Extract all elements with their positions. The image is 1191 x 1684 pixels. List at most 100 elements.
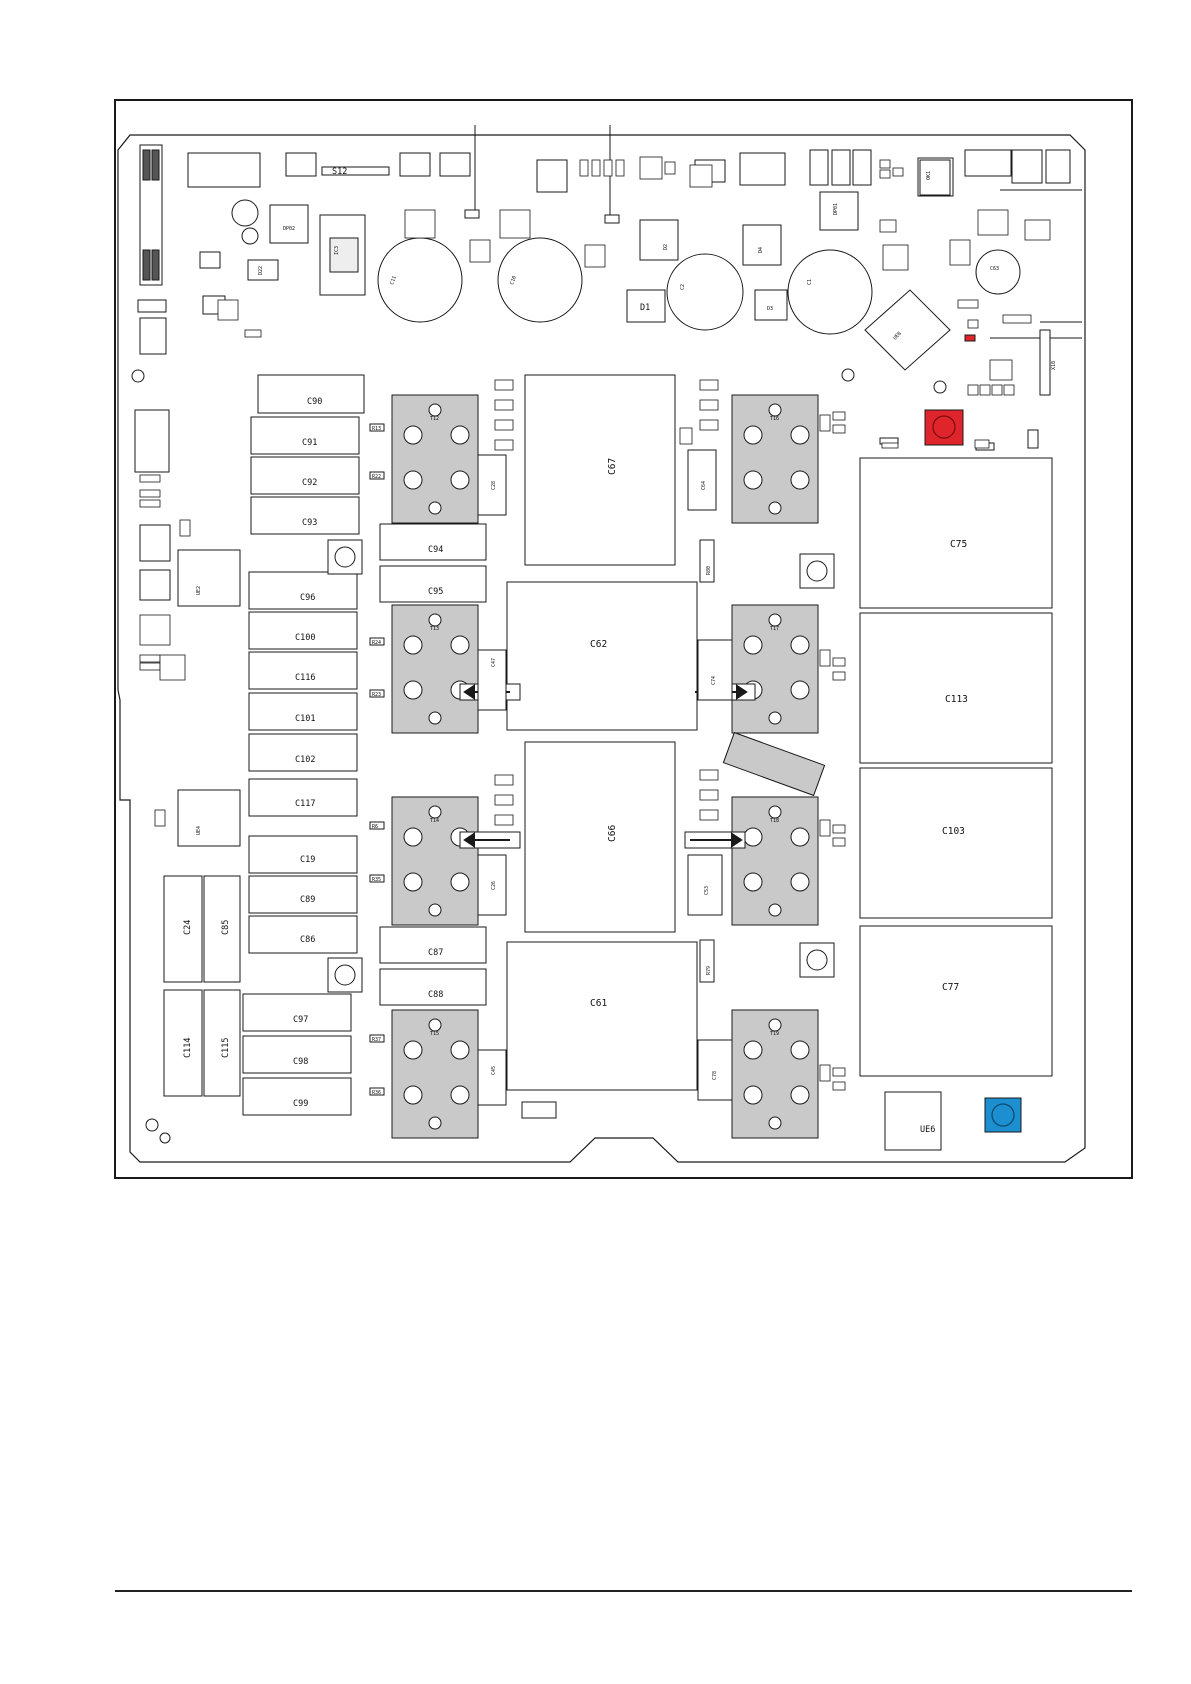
top-connector-label: S12 [332, 167, 347, 177]
c2-label: C2 [680, 284, 686, 290]
pcb-outline [117, 134, 1086, 1163]
c77-label: C77 [942, 982, 959, 993]
ue2-label: UE2 [196, 586, 202, 595]
red-reset-button[interactable] [924, 409, 964, 446]
c61-label: C61 [590, 998, 607, 1009]
c66-label: C66 [607, 825, 618, 842]
d1-label: D1 [640, 303, 650, 313]
c10-label: C10 [509, 275, 518, 286]
t13-label: T13 [430, 626, 439, 632]
c86-label: C86 [300, 935, 315, 945]
diodes [626, 219, 788, 323]
c74-label: C74 [711, 676, 717, 685]
tilted-heatsink-tab [722, 731, 826, 797]
c63-label: C63 [990, 266, 999, 272]
c75-label: C75 [950, 539, 967, 550]
c64-label: C64 [701, 481, 707, 490]
t18-label: T18 [770, 818, 779, 824]
t19-label: T19 [770, 1031, 779, 1037]
c115-label: C115 [221, 1038, 231, 1058]
c95-label: C95 [428, 587, 443, 597]
c102-label: C102 [295, 755, 315, 765]
mounting-holes [131, 368, 947, 1144]
c53-label: C53 [704, 886, 710, 895]
mid-caps [379, 523, 487, 1006]
c100-label: C100 [295, 633, 315, 643]
t15-label: T15 [430, 1031, 439, 1037]
d22-label: D22 [258, 266, 264, 275]
c94-label: C94 [428, 545, 443, 555]
r36-label: R36 [372, 1090, 381, 1096]
c26-label: C26 [491, 881, 497, 890]
large-caps [506, 374, 1053, 1091]
electrolytic-caps [377, 237, 1021, 335]
d4-label: D4 [758, 247, 764, 253]
c114-label: C114 [183, 1038, 193, 1058]
page-frame [114, 99, 1133, 1179]
vertical-caps [163, 875, 241, 1097]
t14-label: T14 [430, 818, 439, 824]
c90-label: C90 [307, 397, 322, 407]
dp01-label: DP01 [833, 203, 839, 215]
c98-label: C98 [293, 1057, 308, 1067]
r23-label: R23 [372, 692, 381, 698]
c92-label: C92 [302, 478, 317, 488]
c93-label: C93 [302, 518, 317, 528]
c89-label: C89 [300, 895, 315, 905]
c45-label: C45 [491, 1066, 497, 1075]
t16-label: T16 [770, 416, 779, 422]
r6-label: R6 [372, 824, 378, 830]
r35-label: R35 [372, 877, 381, 883]
footer-rule [115, 1590, 1132, 1592]
ue6-label: UE6 [920, 1125, 935, 1135]
c88-label: C88 [428, 990, 443, 1000]
ue4-label: UE4 [196, 826, 202, 835]
c28-label: C28 [491, 481, 497, 490]
r79-label: R79 [706, 966, 712, 975]
c78-label: C78 [712, 1071, 718, 1080]
r24-label: R24 [372, 640, 381, 646]
c87-label: C87 [428, 948, 443, 958]
ue-modules [134, 409, 942, 1151]
c47-label: C47 [491, 658, 497, 667]
d3-label: D3 [767, 306, 773, 312]
x10-label: X10 [1051, 361, 1057, 370]
c1-label: C1 [807, 279, 813, 285]
ic-area [199, 199, 366, 315]
d2-label: D2 [663, 244, 669, 250]
c96-label: C96 [300, 593, 315, 603]
smd-components [139, 156, 1051, 1091]
c113-label: C113 [945, 694, 968, 705]
ue8-module [864, 289, 951, 371]
resistor-pads [369, 423, 385, 1096]
r13-label: R13 [372, 426, 381, 432]
c85-label: C85 [221, 920, 231, 935]
thin-caps [477, 449, 733, 1106]
left-caps [242, 374, 365, 1116]
heatsink-pads [403, 403, 810, 1130]
ic-label: IC3 [334, 246, 340, 255]
top-connector [321, 166, 390, 176]
dp02-label: DP02 [283, 226, 295, 232]
c67-label: C67 [607, 458, 618, 475]
t17-label: T17 [770, 626, 779, 632]
c103-label: C103 [942, 826, 965, 837]
c101-label: C101 [295, 714, 315, 724]
blue-test-button[interactable] [984, 1097, 1022, 1133]
left-connector-strip [137, 144, 167, 355]
c19-label: C19 [300, 855, 315, 865]
c11-label: C11 [389, 275, 398, 286]
c91-label: C91 [302, 438, 317, 448]
c99-label: C99 [293, 1099, 308, 1109]
c117-label: C117 [295, 799, 315, 809]
r80-label: R80 [706, 566, 712, 575]
square-pads [327, 539, 835, 993]
ue8-label: UE8 [892, 331, 903, 342]
c62-label: C62 [590, 639, 607, 650]
c97-label: C97 [293, 1015, 308, 1025]
c24-label: C24 [183, 920, 193, 935]
ok1-label: OK1 [926, 171, 932, 180]
r37-label: R37 [372, 1037, 381, 1043]
c116-label: C116 [295, 673, 315, 683]
